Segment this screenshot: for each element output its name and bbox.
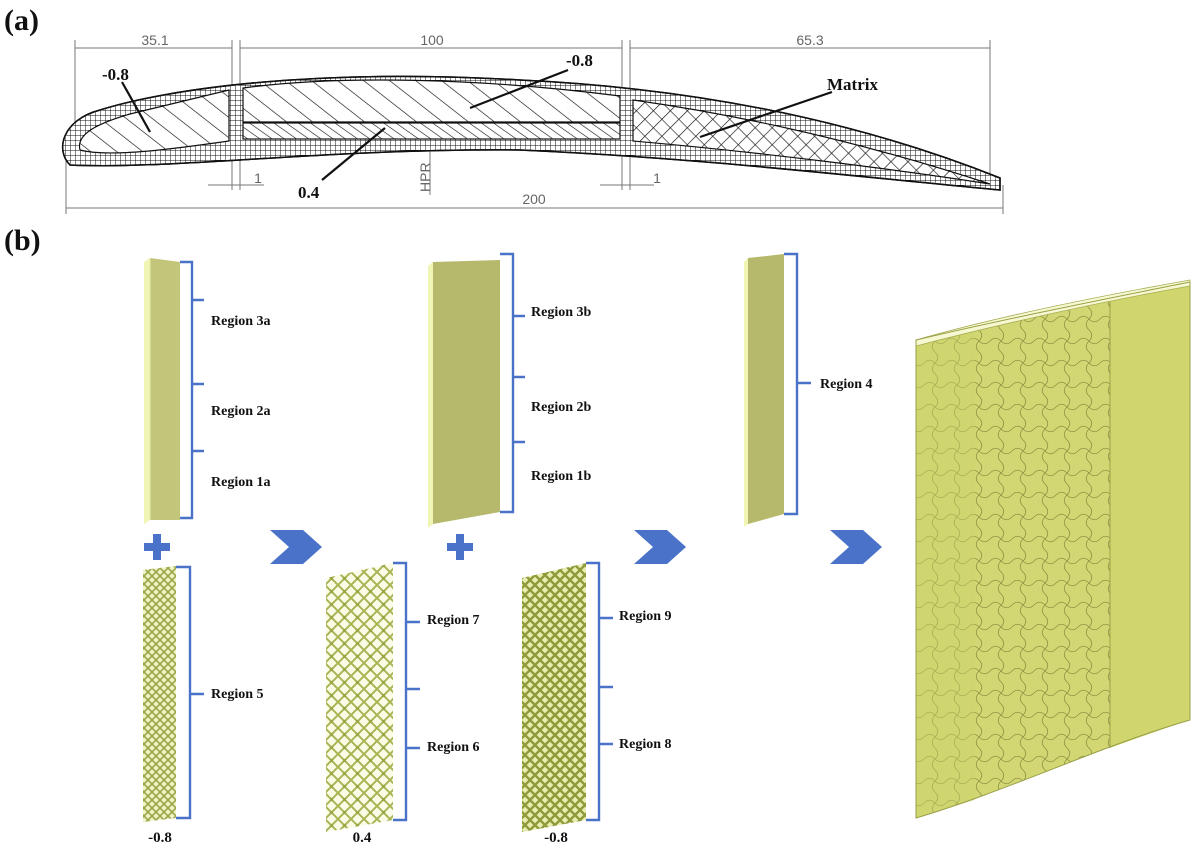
annotation-left-value: -0.8 — [102, 65, 129, 84]
value-col3: -0.8 — [544, 830, 568, 846]
plus-icon — [447, 534, 473, 560]
annotation-bottom-value: 0.4 — [298, 183, 320, 202]
value-col1: -0.8 — [148, 830, 172, 846]
region-1b-label: Region 1b — [531, 469, 592, 484]
brace-region-4 — [784, 252, 811, 516]
dim-gap-left: 1 — [254, 170, 262, 186]
lattice-region-5 — [143, 566, 176, 822]
region-7-label: Region 7 — [427, 613, 480, 628]
lattice-regions-6-7 — [326, 563, 393, 832]
dim-hpr: HPR — [417, 162, 433, 192]
region-9-label: Region 9 — [619, 609, 672, 624]
region-5-label: Region 5 — [211, 687, 264, 702]
brace-region-5 — [176, 565, 204, 820]
airfoil-section — [61, 75, 1001, 191]
region-8-label: Region 8 — [619, 737, 672, 752]
region-3a-label: Region 3a — [211, 314, 271, 329]
dim-100: 100 — [420, 32, 444, 48]
region-2a-label: Region 2a — [211, 404, 271, 419]
chevron-arrow-icon — [634, 530, 686, 564]
brace-regions-8-9 — [586, 561, 613, 822]
brace-col2 — [500, 252, 525, 514]
region-2b-label: Region 2b — [531, 400, 592, 415]
leader-lines — [121, 68, 833, 181]
chevron-arrow-icon — [830, 530, 882, 564]
assembled-blade — [915, 279, 1191, 819]
lattice-regions-8-9 — [522, 563, 586, 832]
plus-icon — [144, 534, 170, 560]
dim-200: 200 — [522, 191, 546, 207]
panel-b-label: (b) — [4, 224, 41, 257]
region-1a-label: Region 1a — [211, 475, 271, 490]
plate-col4 — [744, 254, 784, 527]
chevron-arrow-icon — [270, 530, 322, 564]
brace-col1 — [180, 260, 204, 520]
dim-gap-right: 1 — [653, 170, 661, 186]
brace-regions-6-7 — [393, 561, 420, 822]
dim-35-1: 35.1 — [141, 32, 168, 48]
panel-a-label: (a) — [4, 4, 39, 37]
region-4-label: Region 4 — [820, 377, 873, 392]
region-3b-label: Region 3b — [531, 305, 592, 320]
dim-65-3: 65.3 — [796, 32, 823, 48]
plate-col1 — [144, 258, 180, 524]
value-col2: 0.4 — [353, 830, 372, 846]
annotation-center-value: -0.8 — [566, 51, 593, 70]
plate-col2 — [428, 260, 500, 528]
annotation-matrix: Matrix — [827, 75, 878, 94]
region-6-label: Region 6 — [427, 740, 480, 755]
